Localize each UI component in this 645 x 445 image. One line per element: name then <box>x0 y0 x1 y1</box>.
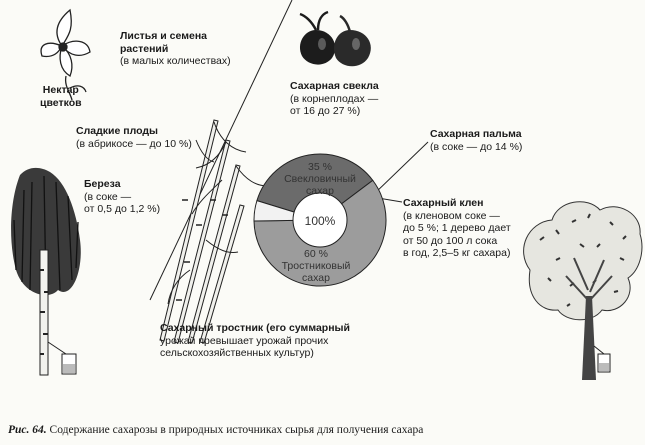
flower-icon <box>40 8 91 101</box>
birch-note-line1: (в соке — <box>84 190 132 203</box>
pie-center-hole <box>292 192 348 248</box>
birch-note-line2: от 0,5 до 1,2 %) <box>84 203 161 215</box>
caption-text: Содержание сахарозы в природных источник… <box>49 424 424 436</box>
pie-slice-name2-1: сахар <box>302 272 330 284</box>
caption-ref: Рис. 64. <box>8 424 47 436</box>
leaves-seeds-label: Листья и семена растений (в малых количе… <box>120 30 231 68</box>
maple-note-line1: (в кленовом соке — <box>403 209 500 222</box>
palm-title: Сахарная пальма <box>430 128 522 140</box>
pie-slice-label-1: 60 % <box>304 248 328 260</box>
beet-icon <box>299 10 371 67</box>
figure-caption: Рис. 64. Содержание сахарозы в природных… <box>8 424 638 436</box>
leaves-seeds-title: Листья и семена <box>120 30 208 42</box>
maple-title: Сахарный клен <box>403 197 484 209</box>
maple-note-line2: до 5 %; 1 дерево дает <box>403 222 511 234</box>
beet-label: Сахарная свекла (в корнеплодах — от 16 д… <box>290 80 379 118</box>
pie-slice-name2-0: сахар <box>306 185 334 197</box>
fruits-label: Сладкие плоды (в абрикосе — до 10 %) <box>76 125 192 150</box>
nectar-line2: цветков <box>40 96 82 109</box>
fruits-note: (в абрикосе — до 10 %) <box>76 137 192 150</box>
beet-title: Сахарная свекла <box>290 80 379 92</box>
leaves-seeds-note: (в малых количествах) <box>120 55 231 67</box>
pie-slice-0 <box>256 153 374 221</box>
fruits-title: Сладкие плоды <box>76 125 159 137</box>
cane-label: Сахарный тростник (его суммарный урожай … <box>160 322 350 360</box>
maple-note-line3: от 50 до 100 л сока <box>403 234 498 247</box>
pie-center-label: 100% <box>305 214 336 228</box>
leaves-seeds-title-line2: растений <box>120 42 169 55</box>
pie-slice-label-0: 35 % <box>308 161 332 173</box>
beet-note-line2: от 16 до 27 %) <box>290 105 361 117</box>
cane-line1: Сахарный тростник (его суммарный <box>160 322 350 334</box>
cane-line3: сельскохозяйственных культур) <box>160 347 314 359</box>
beet-note-line1: (в корнеплодах — <box>290 92 379 105</box>
palm-label: Сахарная пальма (в соке — до 14 %) <box>430 128 522 153</box>
divider-line <box>149 0 293 301</box>
sap-jar-icon <box>61 353 77 375</box>
cane-line2: урожай превышает урожай прочих <box>160 334 329 347</box>
birch-tree-icon <box>11 167 81 376</box>
maple-label: Сахарный клен (в кленовом соке — до 5 %;… <box>403 197 511 260</box>
pie-slice-name-1: Тростниковый <box>282 260 351 272</box>
pie-slice-name-0: Свекловичный <box>284 173 356 185</box>
maple-tree-icon <box>523 201 643 380</box>
birch-label: Береза (в соке — от 0,5 до 1,2 %) <box>84 178 160 216</box>
nectar-label: Нектар цветков <box>40 84 82 109</box>
sugarcane-icon <box>159 119 269 344</box>
maple-note-line4: в год, 2,5–5 кг сахара) <box>403 247 511 259</box>
palm-note: (в соке — до 14 %) <box>430 140 523 153</box>
birch-title: Береза <box>84 178 121 190</box>
nectar-line1: Нектар <box>42 84 79 96</box>
